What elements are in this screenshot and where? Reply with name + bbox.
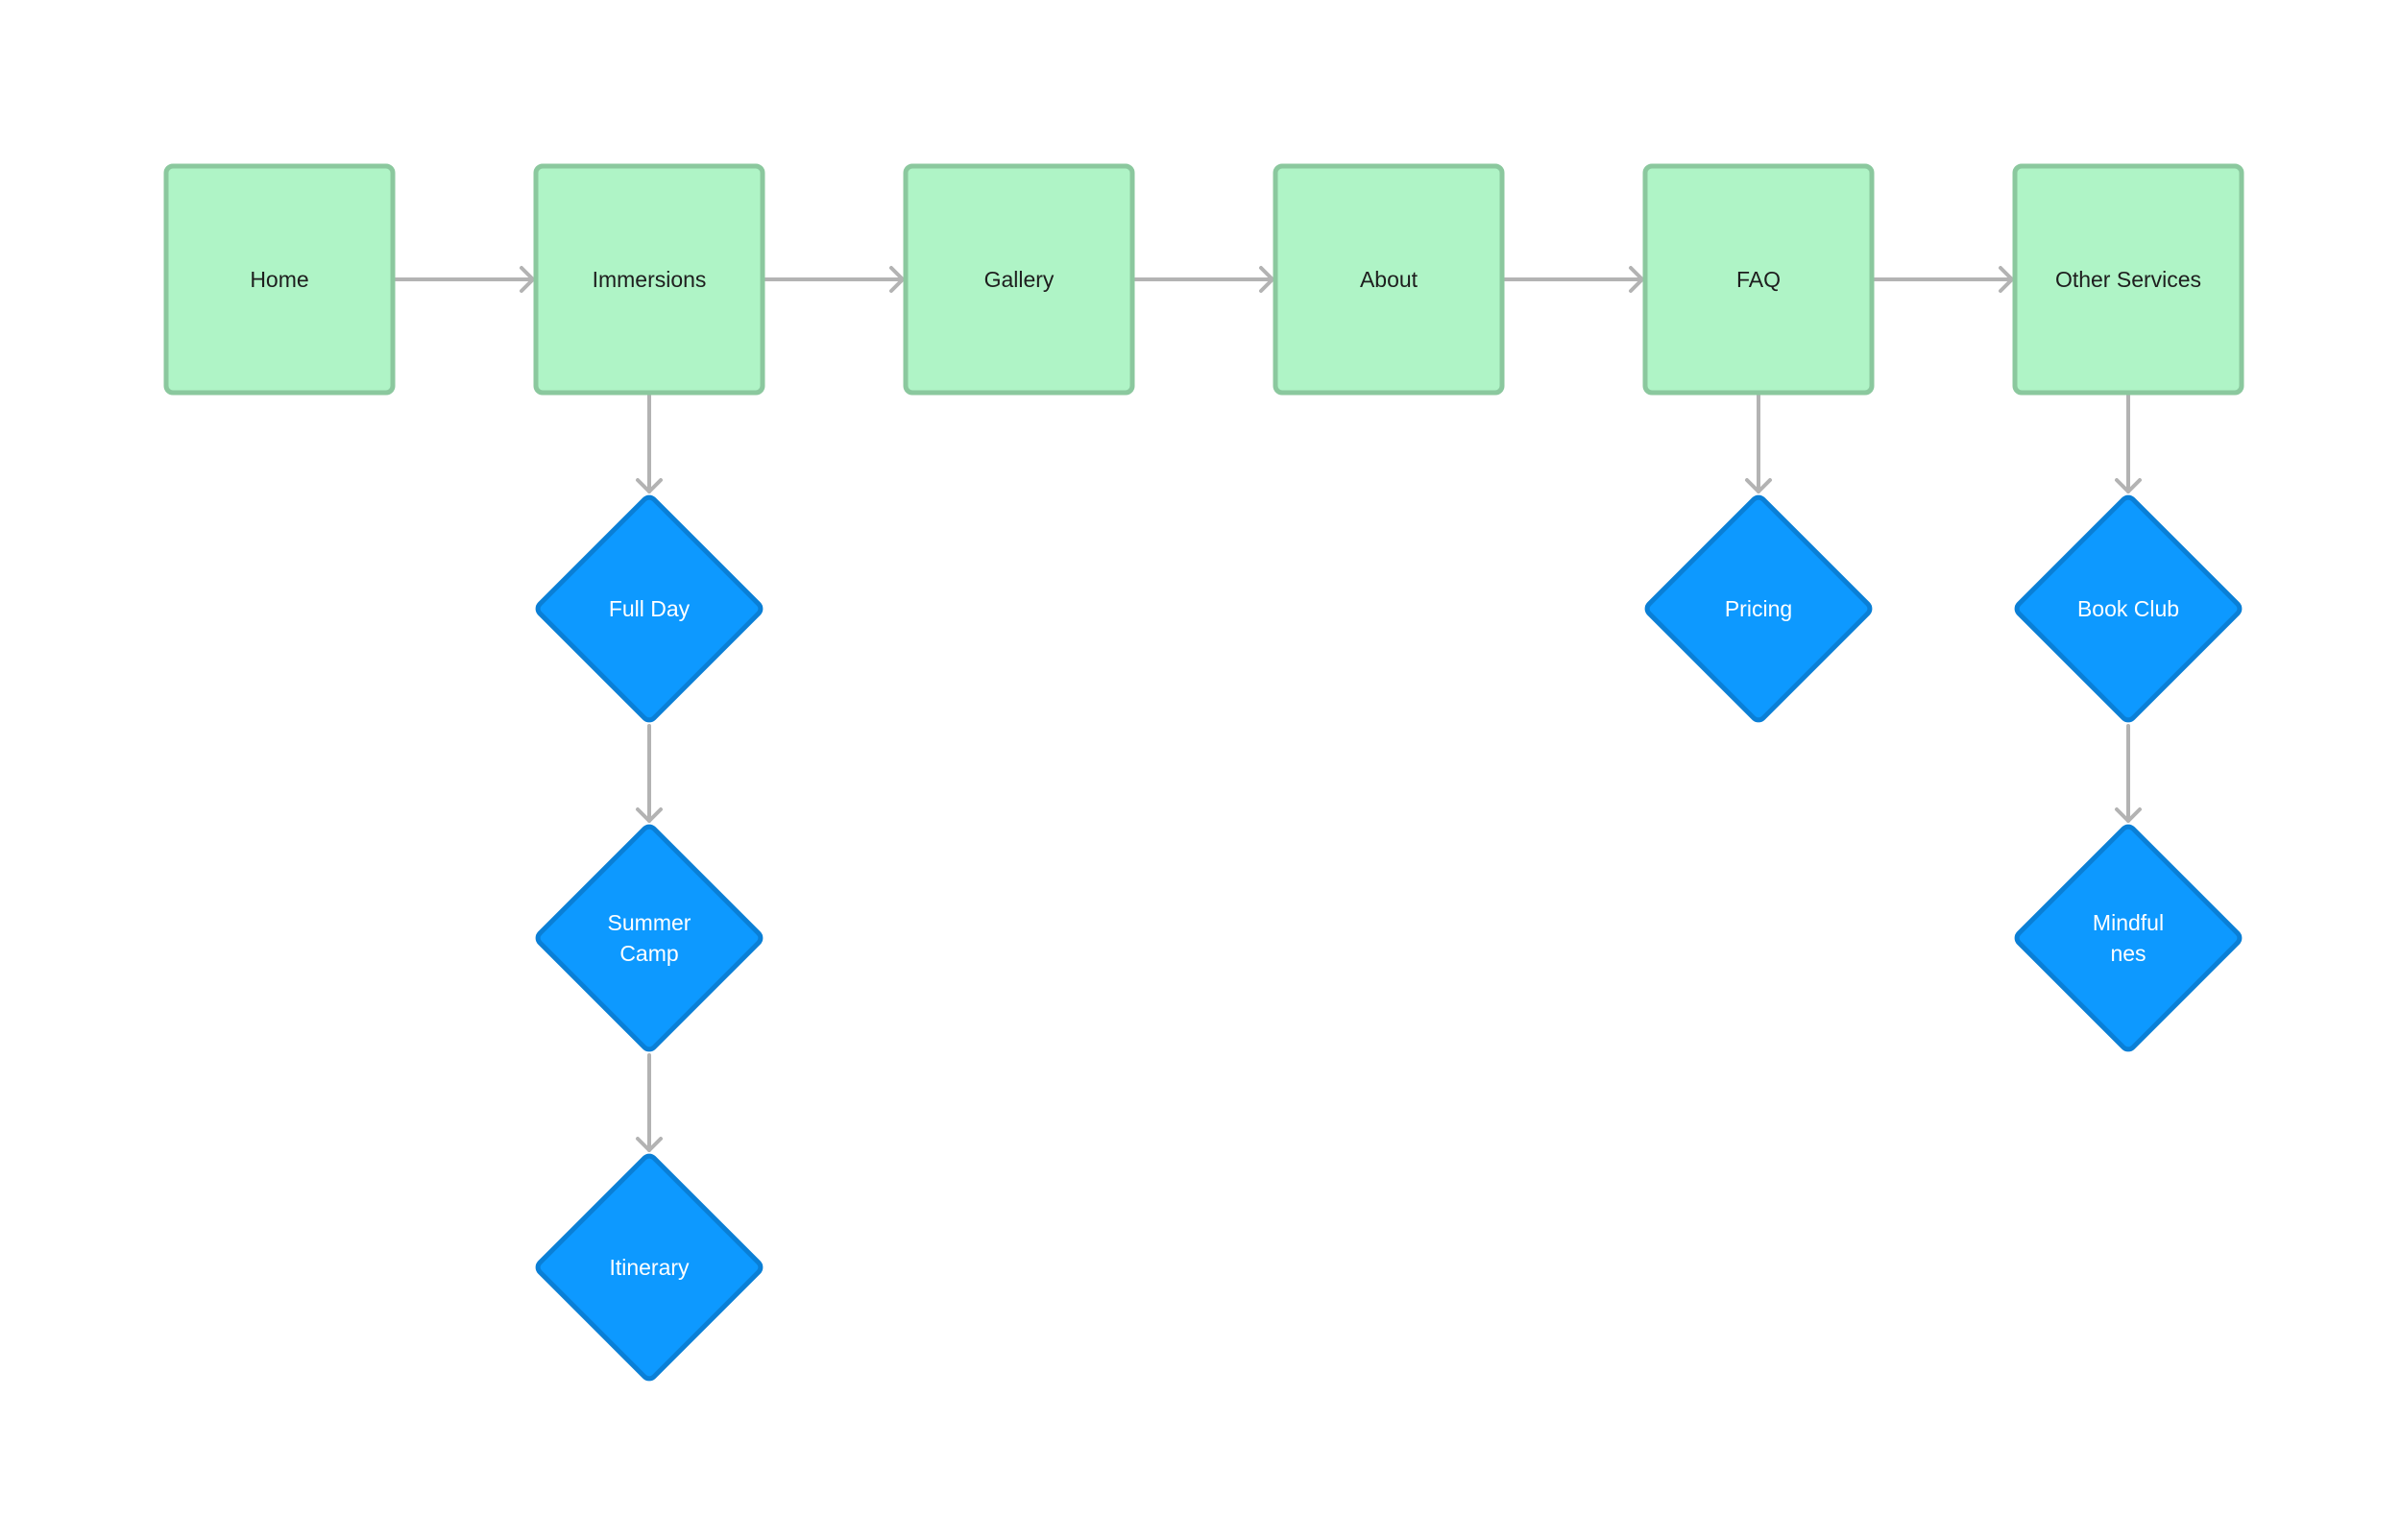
page-node-shape [1273, 163, 1505, 396]
page-node-faq[interactable]: FAQ [1642, 163, 1875, 396]
subpage-label-summer-camp-line-1: Summer [608, 910, 691, 935]
subpage-node-shape [2014, 824, 2243, 1052]
subpage-label-pricing: Pricing [1725, 596, 1792, 621]
connector-summer-camp-to-itinerary [636, 1053, 663, 1152]
page-label-home: Home [250, 267, 308, 292]
subpage-label-itinerary: Itinerary [609, 1255, 690, 1280]
subpage-label-full-day: Full Day [609, 596, 691, 621]
arrowhead-icon [1629, 266, 1644, 293]
arrowhead-icon [1999, 266, 2014, 293]
connector-home-to-immersions [394, 266, 535, 293]
subpage-label-mindfulness-line-1: Mindful [2093, 910, 2164, 935]
page-node-immersions[interactable]: Immersions [533, 163, 765, 396]
subpage-node-shape [1644, 494, 1873, 723]
subpage-node-pricing[interactable]: Pricing [1644, 494, 1873, 723]
page-label-immersions: Immersions [593, 267, 707, 292]
subpage-node-itinerary[interactable]: Itinerary [535, 1153, 764, 1382]
page-label-about: About [1360, 267, 1419, 292]
subpage-label-book-club: Book Club [2077, 596, 2179, 621]
page-node-shape [2012, 163, 2244, 396]
page-label-other-services: Other Services [2055, 267, 2201, 292]
arrowhead-icon [636, 1137, 663, 1152]
connectors-layer [394, 266, 2142, 1152]
connector-other-services-to-book-club [2115, 394, 2142, 493]
page-label-gallery: Gallery [984, 267, 1055, 292]
page-node-shape [163, 163, 396, 396]
arrowhead-icon [1745, 478, 1772, 493]
arrowhead-icon [2115, 478, 2142, 493]
subpage-node-mindfulness[interactable]: Mindful nes [2014, 824, 2243, 1052]
connector-immersions-to-full-day [636, 394, 663, 493]
subpage-node-shape [535, 494, 764, 723]
arrowhead-icon [520, 266, 535, 293]
page-node-other-services[interactable]: Other Services [2012, 163, 2244, 396]
subpage-node-shape [2014, 494, 2243, 723]
connector-faq-to-other-services [1873, 266, 2014, 293]
page-node-gallery[interactable]: Gallery [903, 163, 1135, 396]
connector-about-to-faq [1503, 266, 1644, 293]
page-node-home[interactable]: Home [163, 163, 396, 396]
subpage-node-book-club[interactable]: Book Club [2014, 494, 2243, 723]
nodes-layer: Home Immersions Gallery About FAQ Other Servi… [163, 163, 2244, 1382]
arrowhead-icon [636, 807, 663, 823]
page-node-about[interactable]: About [1273, 163, 1505, 396]
connector-immersions-to-gallery [764, 266, 905, 293]
connector-full-day-to-summer-camp [636, 724, 663, 823]
page-node-shape [1642, 163, 1875, 396]
subpage-node-full-day[interactable]: Full Day [535, 494, 764, 723]
subpage-label-summer-camp-line-2: Camp [619, 941, 678, 966]
page-node-shape [903, 163, 1135, 396]
arrowhead-icon [2115, 807, 2142, 823]
connector-book-club-to-mindfulness [2115, 724, 2142, 823]
page-label-faq: FAQ [1736, 267, 1781, 292]
connector-faq-to-pricing [1745, 394, 1772, 493]
arrowhead-icon [889, 266, 905, 293]
arrowhead-icon [636, 478, 663, 493]
page-node-shape [533, 163, 765, 396]
arrowhead-icon [1259, 266, 1274, 293]
subpage-label-mindfulness-line-2: nes [2110, 941, 2146, 966]
connector-gallery-to-about [1133, 266, 1274, 293]
subpage-node-shape [535, 1153, 764, 1382]
subpage-node-shape [535, 824, 764, 1052]
